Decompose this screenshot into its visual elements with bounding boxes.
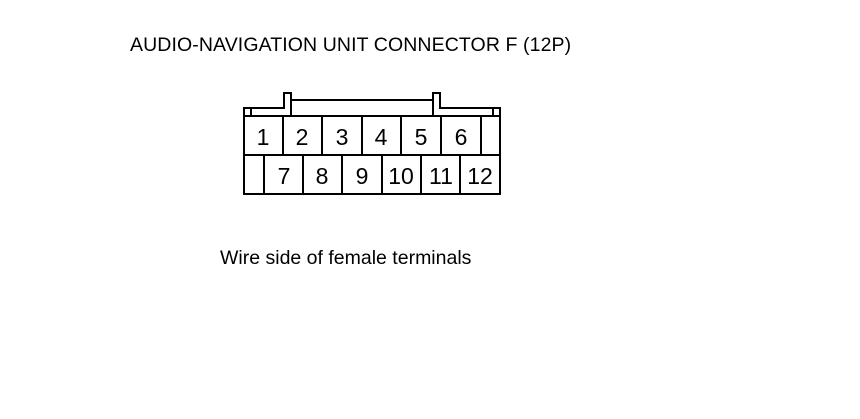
top-row-dividers: [282, 116, 482, 155]
bottom-row-dividers: [263, 155, 461, 194]
pin-label-11: 11: [429, 163, 453, 189]
pin-label-6: 6: [455, 124, 468, 150]
pin-label-12: 12: [467, 163, 493, 189]
pin-label-8: 8: [316, 163, 329, 189]
pin-label-1: 1: [257, 124, 270, 150]
pin-label-9: 9: [356, 163, 369, 189]
pin-label-5: 5: [415, 124, 428, 150]
pin-label-4: 4: [375, 124, 388, 150]
connector-caption: Wire side of female terminals: [220, 247, 472, 269]
pin-label-3: 3: [336, 124, 349, 150]
pin-label-7: 7: [278, 163, 291, 189]
connector-housing: [243, 92, 501, 195]
pin-label-2: 2: [296, 124, 309, 150]
pin-label-10: 10: [388, 163, 414, 189]
connector-title: AUDIO-NAVIGATION UNIT CONNECTOR F (12P): [130, 34, 572, 56]
